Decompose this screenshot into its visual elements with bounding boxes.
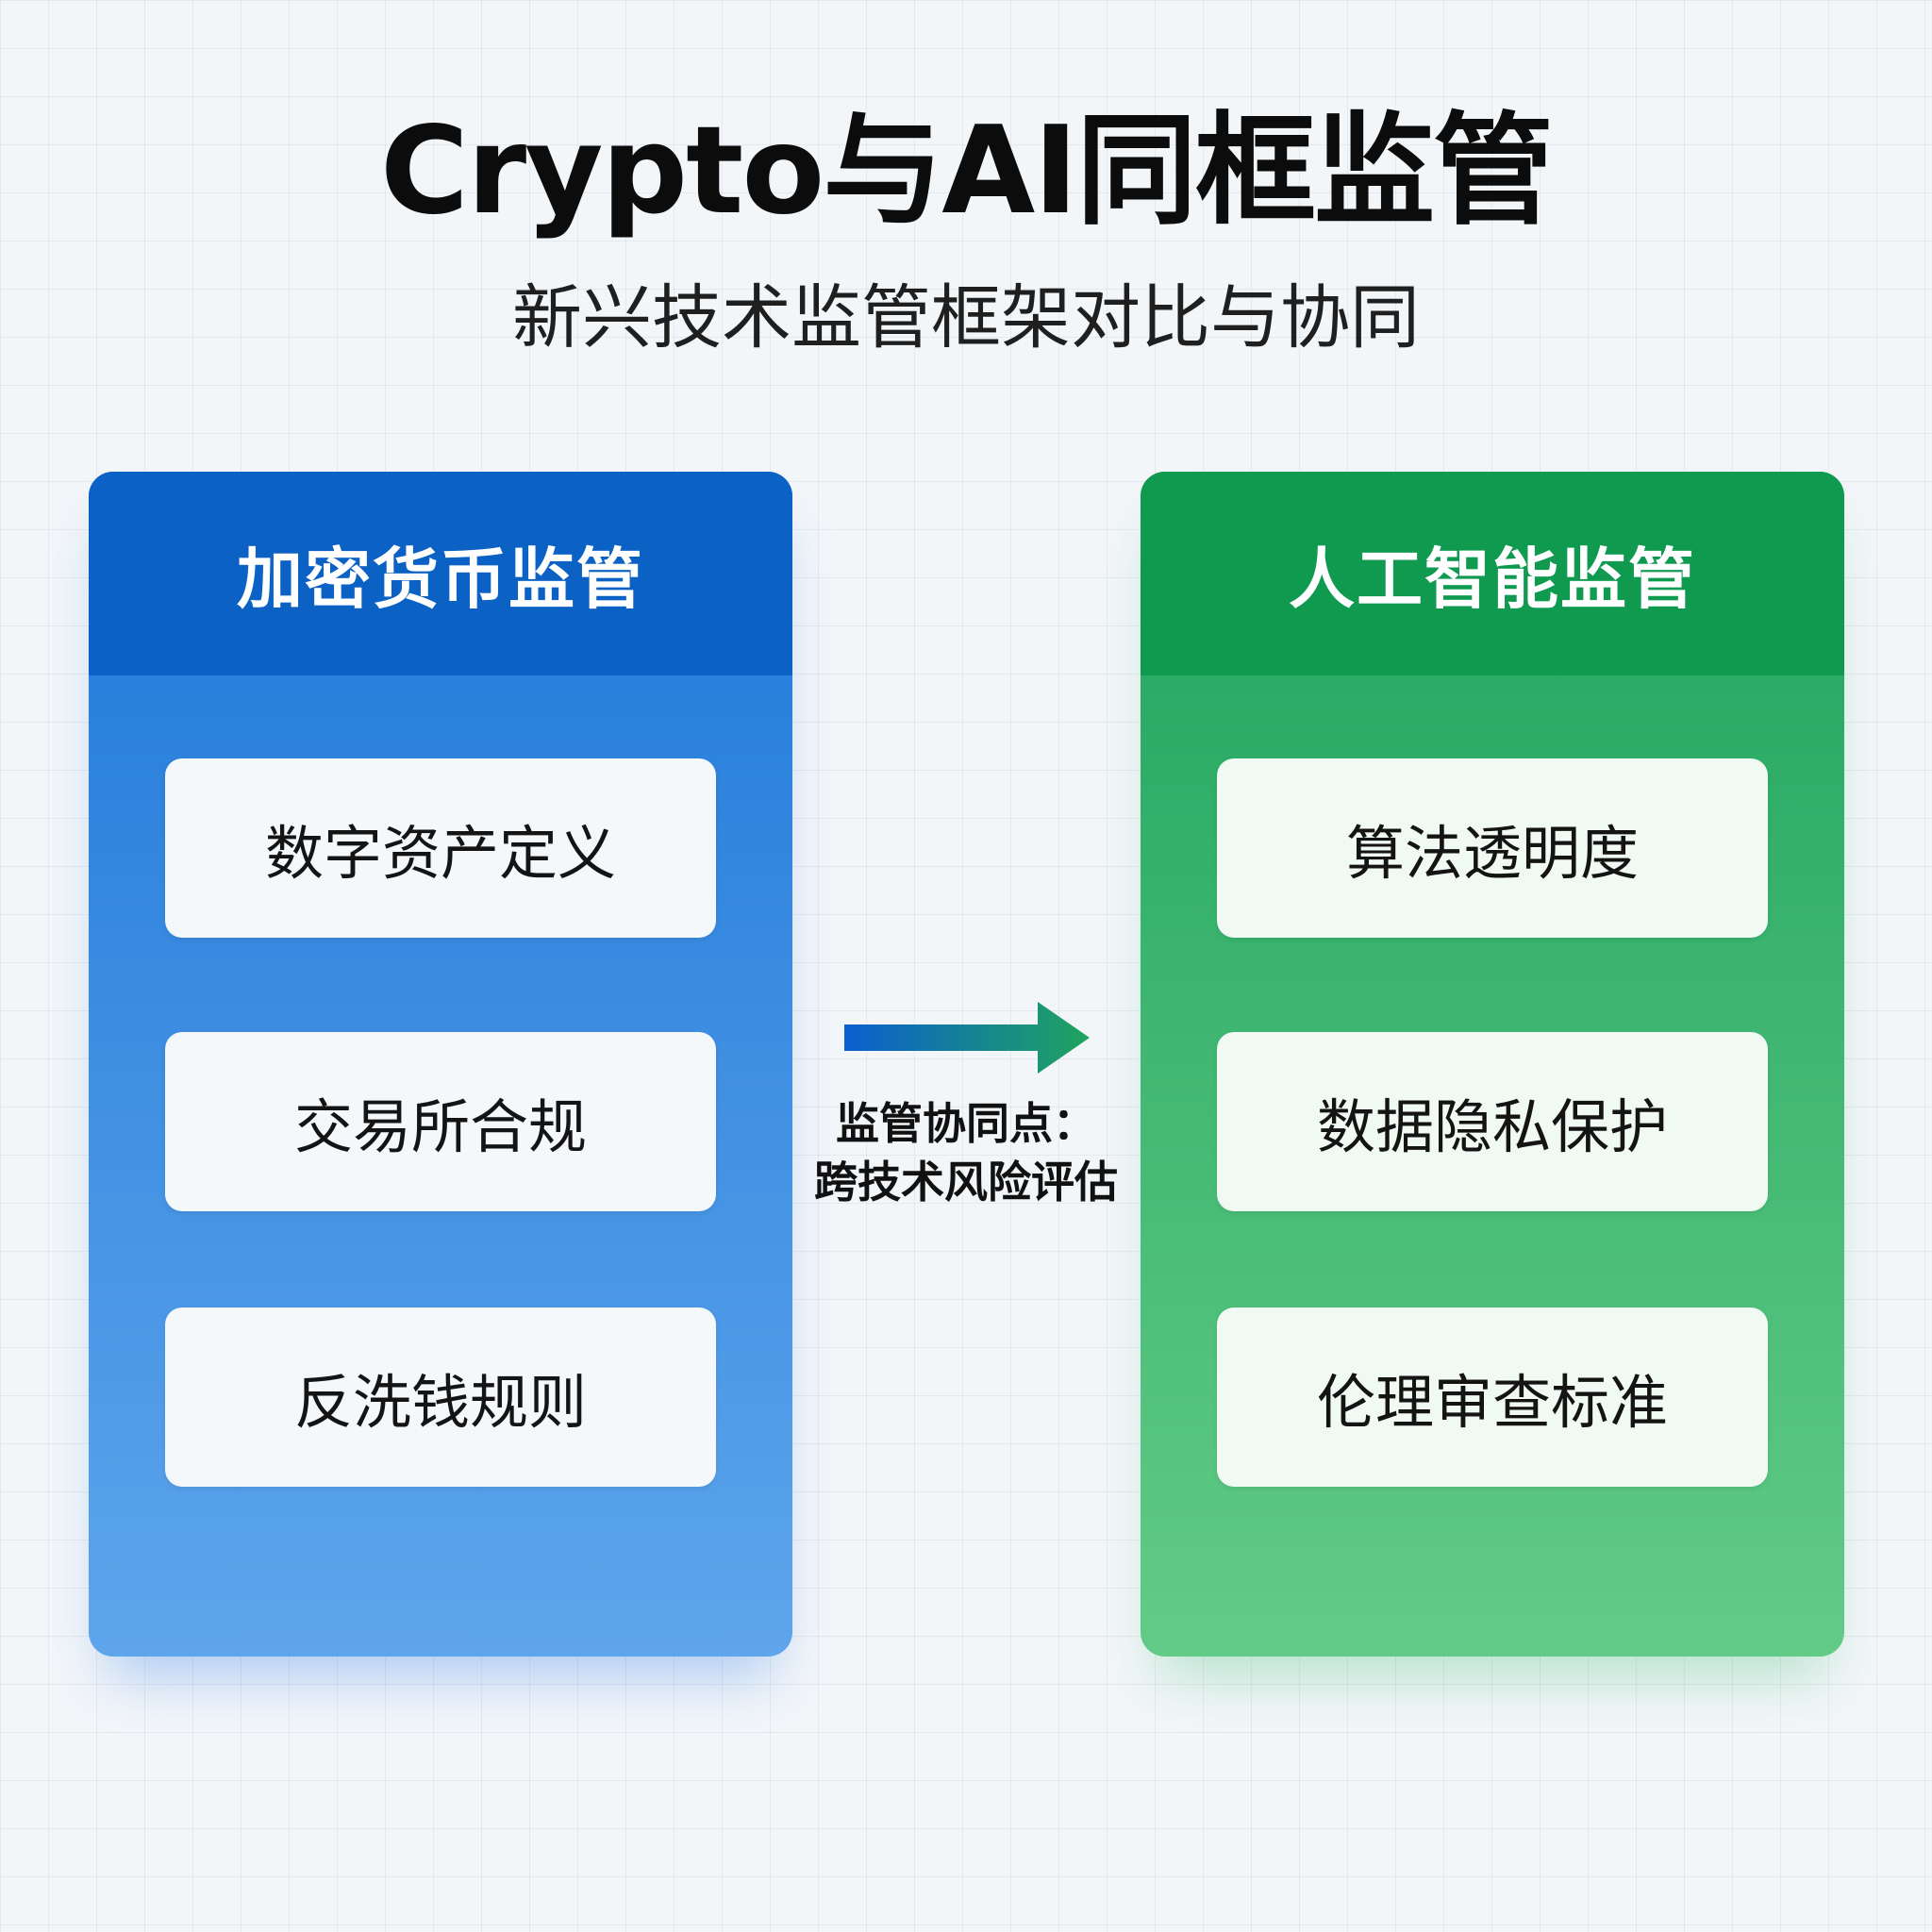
ai-item-ethics-review: 伦理审查标准 <box>1217 1307 1768 1487</box>
sync-point-line2: 跨技术风险评估 <box>814 1157 1118 1208</box>
crypto-item-digital-asset: 数字资产定义 <box>165 758 716 938</box>
ai-item-algorithm-transparency: 算法透明度 <box>1217 758 1768 938</box>
page-title: Crypto与AI同框监管 <box>380 101 1554 242</box>
page-subtitle: 新兴技术监管框架对比与协同 <box>512 277 1420 358</box>
crypto-item-exchange-compliance: 交易所合规 <box>165 1032 716 1211</box>
crypto-panel-title: 加密货币监管 <box>89 472 792 675</box>
ai-item-data-privacy: 数据隐私保护 <box>1217 1032 1768 1211</box>
sync-point-label: 监管协同点： 跨技术风险评估 <box>792 1094 1140 1211</box>
ai-regulation-panel: 人工智能监管 算法透明度 数据隐私保护 伦理审查标准 <box>1141 472 1844 1657</box>
sync-point-line1: 监管协同点： <box>836 1098 1096 1149</box>
ai-panel-title: 人工智能监管 <box>1141 472 1844 675</box>
crypto-regulation-panel: 加密货币监管 数字资产定义 交易所合规 反洗钱规则 <box>89 472 792 1657</box>
sync-arrow-icon <box>840 1000 1094 1075</box>
arrow-right-icon <box>844 1002 1090 1074</box>
crypto-item-aml-rules: 反洗钱规则 <box>165 1307 716 1487</box>
